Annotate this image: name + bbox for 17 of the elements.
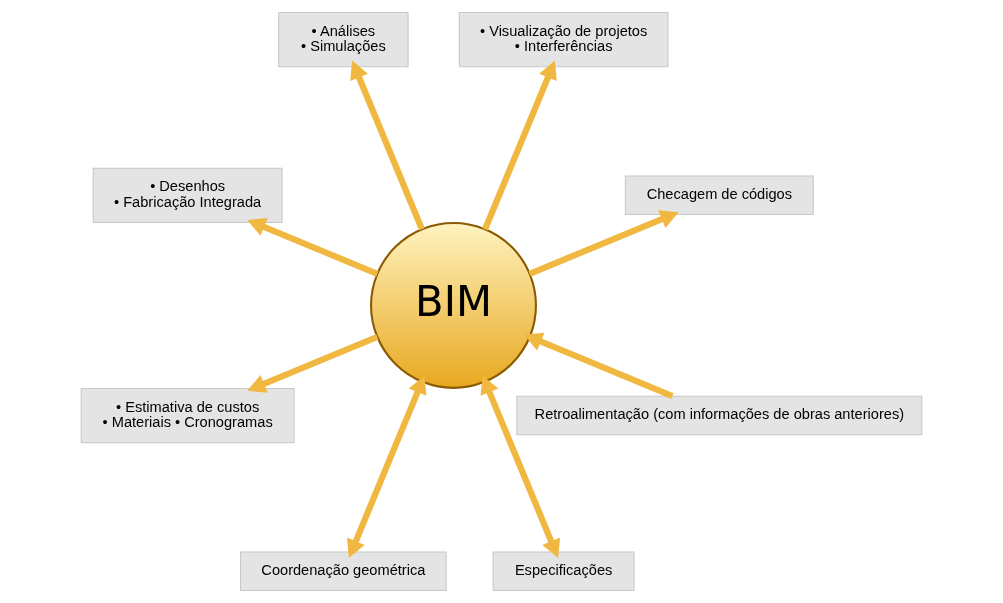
node-box: • Estimativa de custos • Materiais • Cronogramas [80, 387, 295, 444]
node-circle: BIM [370, 221, 537, 389]
node-box: • Desenhos • Fabricação Integrada [92, 167, 283, 223]
arrow [482, 60, 557, 231]
arrow [350, 60, 425, 231]
arrow [528, 210, 679, 277]
arrow [480, 375, 560, 559]
node-box: Especificações [492, 551, 635, 592]
arrow [346, 375, 427, 559]
arrow [523, 332, 674, 399]
node-box: Retroalimentação (com informações de obras anteriores) [516, 395, 923, 436]
arrow [247, 218, 379, 277]
node-box: • Visualização de projetos • Interferências [458, 11, 669, 68]
node-box: • Análises • Simulações [278, 11, 409, 68]
node-box: Coordenação geométrica [240, 551, 447, 592]
arrow [247, 334, 379, 393]
node-box: Checagem de códigos [624, 175, 814, 216]
